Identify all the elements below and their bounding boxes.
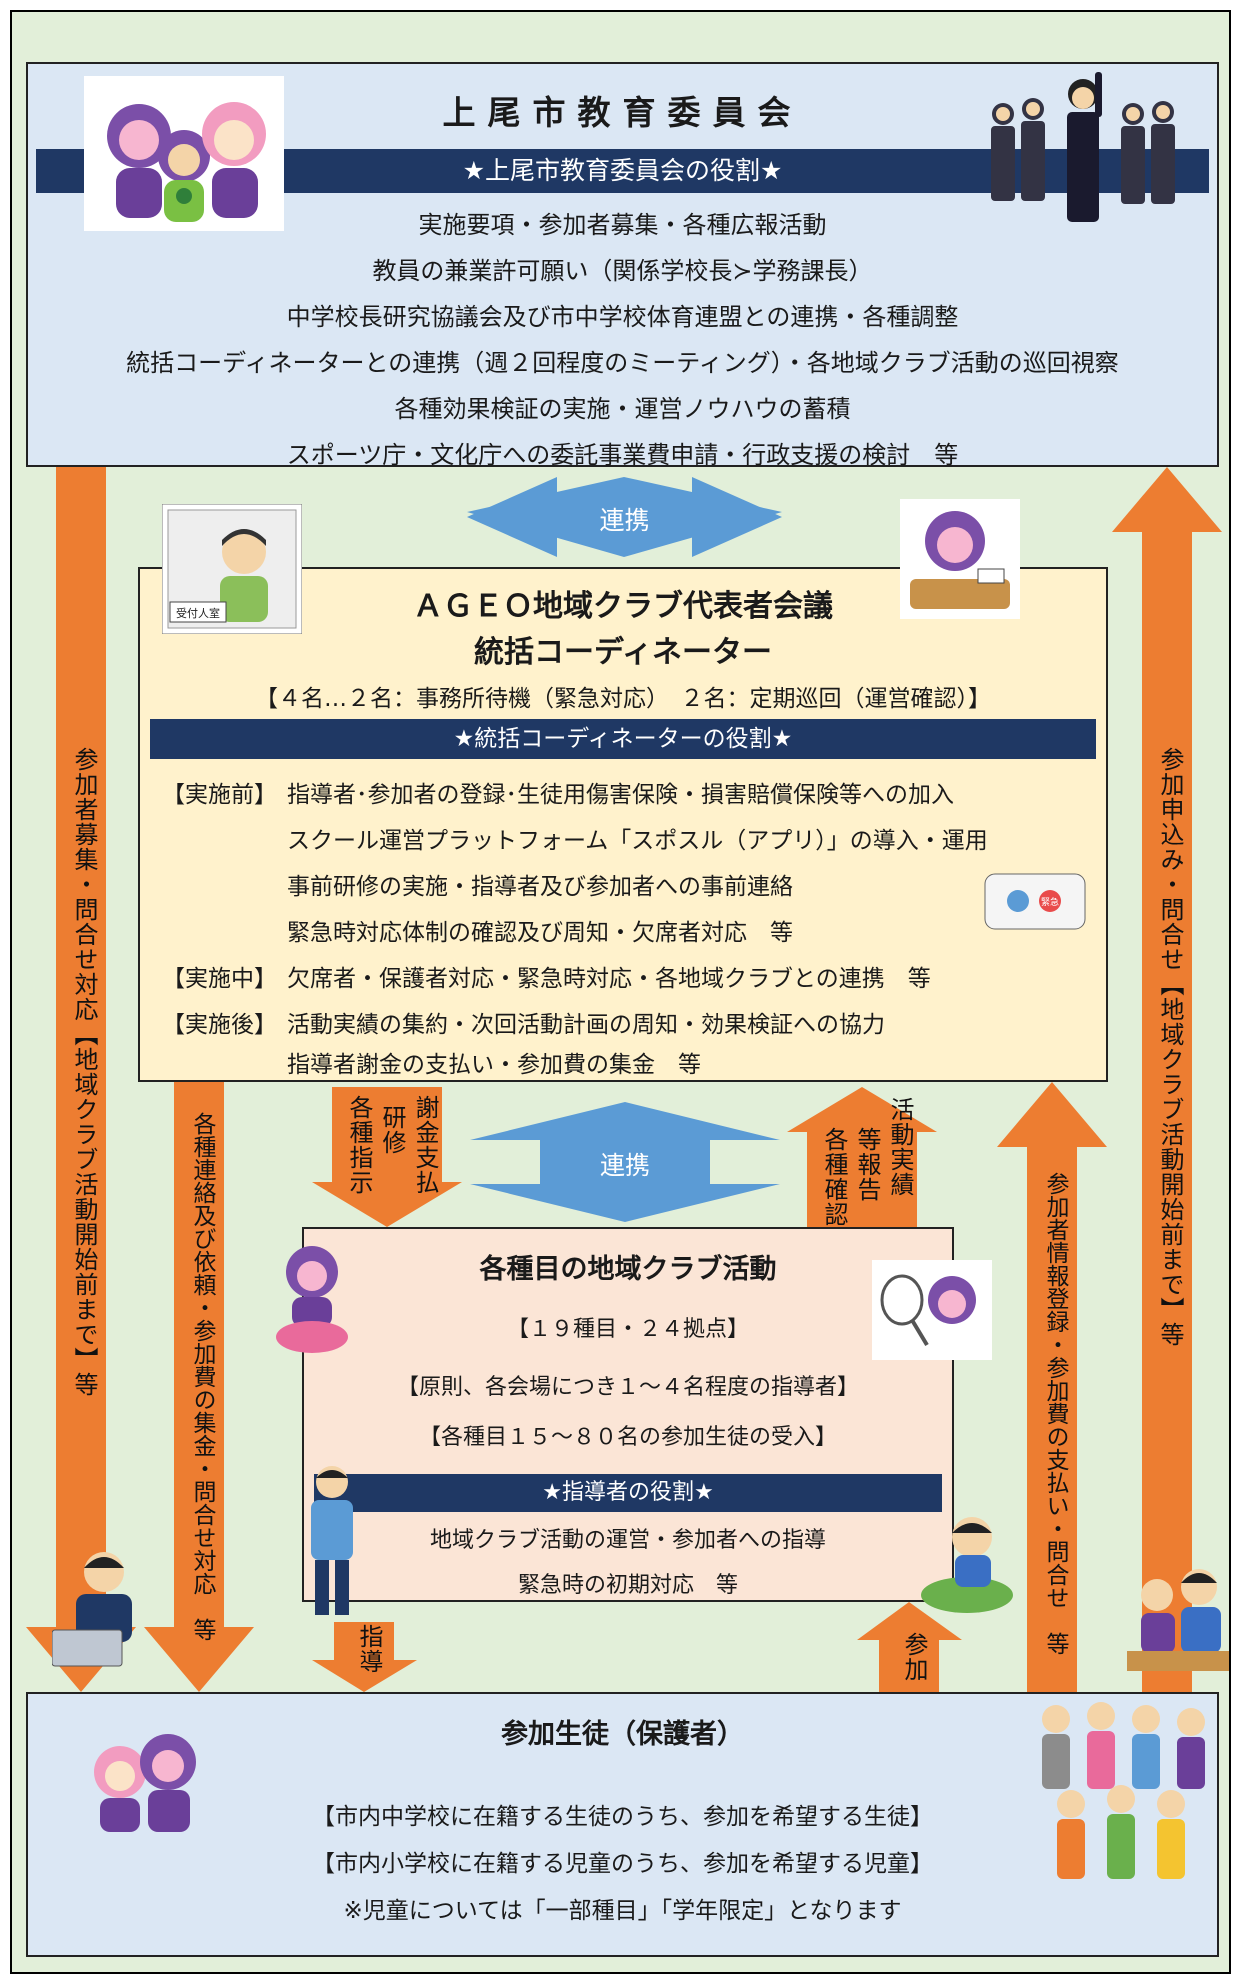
arrow-right-outer-label: 参加申込み・問合せ【地域クラブ活動開始前まで】等: [1156, 747, 1184, 1347]
ageo-row-4: 緊急時対応体制の確認及び周知・欠席者対応 等: [287, 913, 793, 947]
ageo-row-2: スクール運営プラットフォーム「スポスル（アプリ）」の導入・運用: [287, 821, 988, 855]
link-label-1: 連携: [599, 506, 650, 535]
board-line-3: 中学校長研究協議会及び市中学校体育連盟との連携・各種調整: [286, 303, 959, 331]
arrow-up-d: 参加: [857, 1602, 962, 1692]
board-of-education-box: 上尾市教育委員会 ★上尾市教育委員会の役割★ 実施要項・参加者募集・各種広報活動…: [26, 62, 1219, 469]
club-line-3: 【各種目１５～８０名の参加生徒の受入】: [418, 1425, 837, 1450]
students-line-3: ※児童については「一部種目」「学年限定」となります: [343, 1898, 902, 1924]
parent-child-consult-icon: [1127, 1569, 1229, 1671]
arrow-up-b-label-1: 活動実績: [886, 1097, 914, 1197]
row-text: 事前研修の実施・指導者及び参加者への事前連絡: [287, 874, 793, 900]
row-text: 指導者謝金の支払い・参加費の集金 等: [287, 1052, 701, 1078]
ageo-title: ＡＧＥＯ地域クラブ代表者会議: [413, 589, 833, 624]
ageo-row-6: 【実施後】活動実績の集約・次回活動計画の周知・効果検証への協力: [162, 1005, 885, 1039]
board-line-1: 実施要項・参加者募集・各種広報活動: [418, 211, 827, 239]
phase-tag: 【実施中】: [162, 966, 277, 992]
arrow-right-outer: 参加申込み・問合せ【地域クラブ活動開始前まで】等: [1112, 467, 1222, 1692]
link-arrow-1: 連携: [467, 477, 782, 557]
arrow-down-a-label-3: 各種指示: [345, 1095, 373, 1195]
arrow-right-inner-label: 参加者情報登録・参加費の支払い・問合せ 等: [1042, 1172, 1068, 1655]
families-group-icon: [1042, 1702, 1205, 1879]
row-text: 緊急時対応体制の確認及び周知・欠席者対応 等: [287, 920, 793, 946]
link-label-2: 連携: [599, 1151, 650, 1180]
community-club-box: 各種目の地域クラブ活動 【１９種目・２４拠点】 【原則、各会場につき１～４名程度…: [302, 1227, 954, 1602]
arrow-left-outer-label: 参加者募集・問合せ対応【地域クラブ活動開始前まで】等: [70, 747, 98, 1397]
ageo-row-5: 【実施中】欠席者・保護者対応・緊急時対応・各地域クラブとの連携 等: [162, 959, 931, 993]
arrow-up-b-label-3: 各種確認: [820, 1127, 848, 1227]
arrow-down-c: 指導: [312, 1622, 417, 1692]
ageo-row-7: 指導者謝金の支払い・参加費の集金 等: [287, 1045, 701, 1079]
call-operator-icon: [52, 1552, 132, 1667]
arrow-up-d-label: 参加: [900, 1632, 928, 1682]
club-role-line-1: 地域クラブ活動の運営・参加者への指導: [429, 1528, 826, 1553]
arrow-up-b: 活動実績 等報告 各種確認: [787, 1087, 937, 1227]
board-line-2: 教員の兼業許可願い（関係学校長≻学務課長）: [372, 257, 873, 285]
row-text: 欠席者・保護者対応・緊急時対応・各地域クラブとの連携 等: [287, 966, 931, 992]
phase-tag: 【実施後】: [162, 1012, 277, 1038]
row-text: 活動実績の集約・次回活動計画の周知・効果検証への協力: [287, 1012, 885, 1038]
row-text: スクール運営プラットフォーム「スポスル（アプリ）」の導入・運用: [287, 828, 988, 854]
officials-group-icon: [991, 72, 1175, 222]
arrow-up-b-label-2: 等報告: [853, 1127, 881, 1202]
arrow-down-a-label-1: 謝金支払: [411, 1095, 439, 1195]
students-line-2: 【市内小学校に在籍する児童のうち、参加を希望する児童】: [312, 1851, 933, 1877]
diagram-canvas: 上尾市教育委員会 ★上尾市教育委員会の役割★ 実施要項・参加者募集・各種広報活動…: [10, 10, 1231, 1974]
club-title: 各種目の地域クラブ活動: [479, 1254, 777, 1285]
emergency-button-icon: 緊急: [984, 873, 1086, 930]
board-title: 上尾市教育委員会: [442, 93, 803, 132]
ageo-subtitle-title: 統括コーディネーター: [474, 635, 772, 670]
coach-icon: [311, 1466, 353, 1615]
arrow-left-inner: 各種連絡及び依頼・参加費の集金・問合せ対応 等: [144, 1082, 254, 1692]
phase-tag: 【実施前】: [162, 782, 277, 808]
ageo-row-3: 事前研修の実施・指導者及び参加者への事前連絡: [287, 867, 793, 901]
board-line-4: 統括コーディネーターとの連携（週２回程度のミーティング）・各地域クラブ活動の巡回…: [126, 349, 1119, 377]
mascot-desk-icon: [900, 499, 1020, 619]
club-role-band: ★指導者の役割★: [314, 1474, 942, 1512]
arrow-down-a: 謝金支払 研修 各種指示: [312, 1087, 462, 1227]
mascot-group-icon: [84, 76, 284, 231]
arrow-down-c-label: 指導: [355, 1624, 383, 1674]
students-title: 参加生徒（保護者）: [501, 1719, 744, 1750]
reception-staff-icon: 受付人室: [162, 504, 302, 634]
participating-students-box: 参加生徒（保護者） 【市内中学校に在籍する生徒のうち、参加を希望する生徒】 【市…: [26, 1692, 1219, 1957]
club-line-1: 【１９種目・２４拠点】: [506, 1317, 749, 1342]
club-role-line-2: 緊急時の初期対応 等: [517, 1573, 738, 1598]
row-text: 指導者･参加者の登録･生徒用傷害保険・損害賠償保険等への加入: [287, 782, 954, 808]
reception-sign-label: 受付人室: [176, 606, 220, 620]
ageo-coordinator-box: ＡＧＥＯ地域クラブ代表者会議 統括コーディネーター 【４名…２名：事務所待機（緊…: [138, 499, 1108, 1082]
mascot-ball-icon: [276, 1246, 348, 1353]
arrow-right-inner: 参加者情報登録・参加費の支払い・問合せ 等: [997, 1082, 1107, 1692]
board-line-5: 各種効果検証の実施・運営ノウハウの蓄積: [394, 395, 851, 423]
mascot-pair-icon: [94, 1734, 196, 1832]
ageo-role-band: ★統括コーディネーターの役割★: [150, 719, 1096, 759]
link-arrow-2: 連携: [470, 1102, 780, 1222]
ageo-row-1: 【実施前】指導者･参加者の登録･生徒用傷害保険・損害賠償保険等への加入: [162, 775, 954, 809]
ageo-member-note: 【４名…２名：事務所待機（緊急対応） ２名：定期巡回（運営確認）】: [255, 686, 991, 712]
device-label: 緊急: [1041, 896, 1059, 908]
club-line-2: 【原則、各会場につき１～４名程度の指導者】: [396, 1375, 859, 1400]
student-sitting-icon: [921, 1517, 1013, 1613]
board-line-6: スポーツ庁・文化庁への委託事業費申請・行政支援の検討 等: [286, 441, 959, 469]
arrow-down-a-label-2: 研修: [378, 1105, 406, 1155]
arrow-left-inner-label: 各種連絡及び依頼・参加費の集金・問合せ対応 等: [189, 1112, 215, 1641]
mascot-tennis-icon: [872, 1260, 992, 1360]
students-line-1: 【市内中学校に在籍する生徒のうち、参加を希望する生徒】: [312, 1804, 933, 1830]
arrow-left-outer: 参加者募集・問合せ対応【地域クラブ活動開始前まで】等: [26, 467, 136, 1692]
